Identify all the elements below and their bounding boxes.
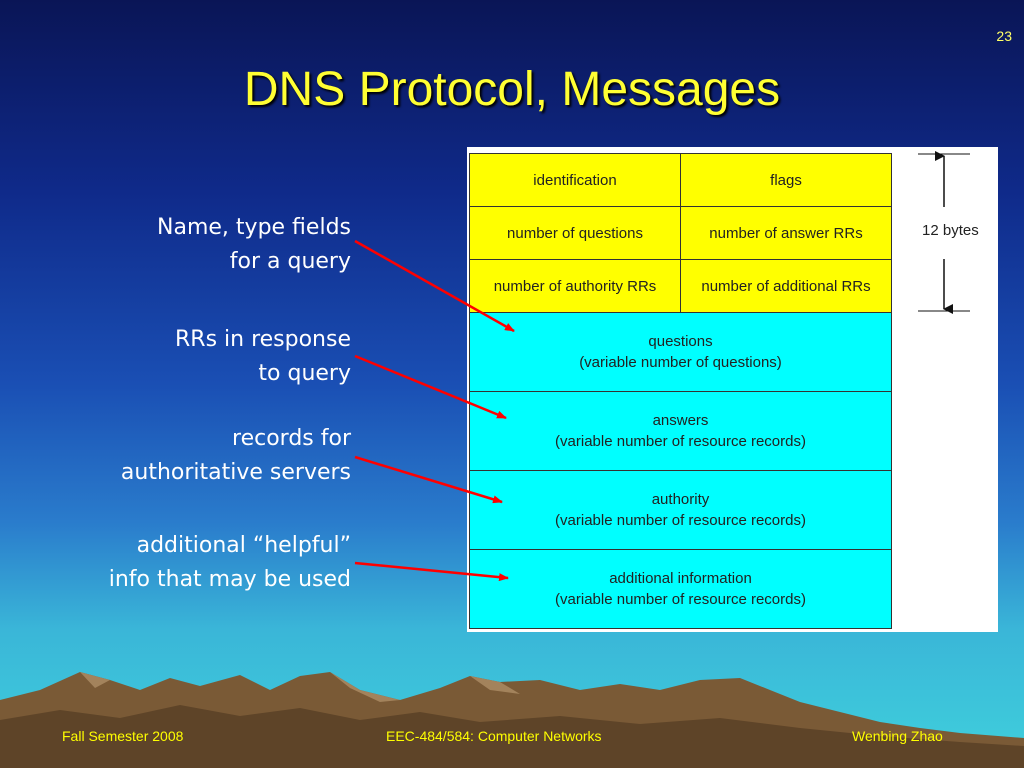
field-label: number of answer RRs [709, 224, 863, 242]
flags-field: flags [680, 153, 892, 207]
section-detail: (variable number of questions) [579, 354, 782, 371]
section-name: questions [648, 333, 713, 350]
num-authority-rrs-field: number of authority RRs [469, 259, 681, 313]
authority-section: authority (variable number of resource r… [469, 470, 892, 550]
dns-message-diagram: identification flags number of questions… [467, 147, 998, 632]
field-label: number of authority RRs [493, 277, 657, 295]
section-detail: (variable number of resource records) [555, 512, 806, 529]
answers-section: answers (variable number of resource rec… [469, 391, 892, 471]
annotation-line: records for [232, 426, 351, 451]
section-detail: (variable number of resource records) [555, 433, 806, 450]
annotation-line: additional “helpful” [136, 533, 351, 558]
annotation-query-fields: Name, type fields for a query [31, 211, 351, 279]
header-size-label: 12 bytes [922, 222, 979, 239]
field-label: number of additional RRs [701, 277, 871, 295]
annotation-line: Name, type fields [157, 215, 351, 240]
footer-course: EEC-484/584: Computer Networks [386, 728, 602, 744]
slide-number: 23 [996, 28, 1012, 44]
questions-section: questions (variable number of questions) [469, 312, 892, 392]
field-label: identification [533, 171, 617, 189]
num-questions-field: number of questions [469, 206, 681, 260]
annotation-line: for a query [229, 249, 351, 274]
num-answer-rrs-field: number of answer RRs [680, 206, 892, 260]
annotation-line: RRs in response [175, 327, 351, 352]
section-name: answers [652, 412, 709, 429]
field-label: flags [770, 171, 802, 189]
field-label: number of questions [507, 224, 643, 242]
annotation-authoritative: records for authoritative servers [31, 422, 351, 490]
footer-author: Wenbing Zhao [852, 728, 943, 744]
annotation-response-rrs: RRs in response to query [31, 323, 351, 391]
annotation-line: authoritative servers [120, 460, 351, 485]
num-additional-rrs-field: number of additional RRs [680, 259, 892, 313]
section-detail: (variable number of resource records) [555, 591, 806, 608]
identification-field: identification [469, 153, 681, 207]
annotation-additional: additional “helpful” info that may be us… [31, 529, 351, 597]
footer-semester: Fall Semester 2008 [62, 728, 184, 744]
slide-title: DNS Protocol, Messages [243, 63, 781, 116]
annotation-line: info that may be used [108, 567, 351, 592]
section-name: additional information [609, 570, 752, 587]
annotation-line: to query [258, 361, 351, 386]
section-name: authority [651, 491, 710, 508]
additional-section: additional information (variable number … [469, 549, 892, 629]
